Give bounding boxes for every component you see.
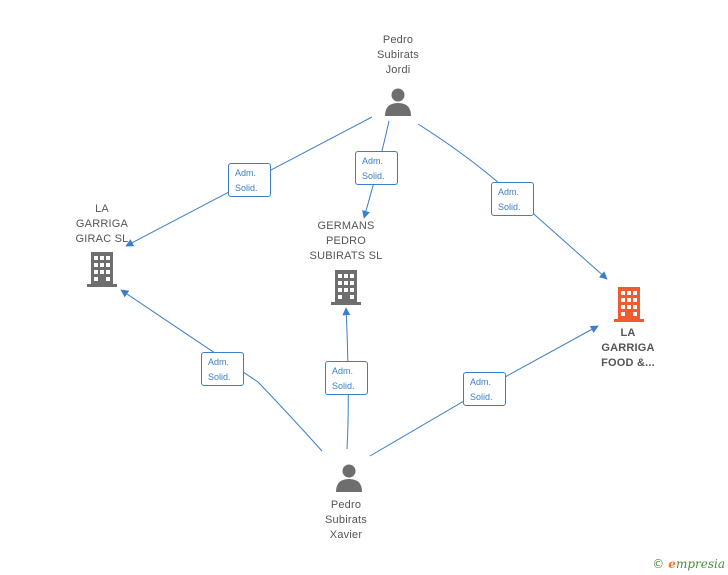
- building-icon[interactable]: [330, 269, 362, 305]
- edge-label-adm-solid[interactable]: Adm. Solid.: [463, 372, 506, 406]
- copyright-symbol: ©: [652, 557, 665, 571]
- edge-label-line1: Adm.: [498, 187, 520, 197]
- node-label-pedro-subirats-xavier: Pedro Subirats Xavier: [325, 499, 367, 541]
- edge-label-adm-solid[interactable]: Adm. Solid.: [491, 182, 534, 216]
- edge-label-line2: Solid.: [362, 171, 385, 181]
- person-icon[interactable]: [335, 463, 363, 493]
- empresia-logo: ©empresia: [652, 557, 725, 571]
- edge-label-line2: Solid.: [470, 392, 493, 402]
- edge-label-adm-solid[interactable]: Adm. Solid.: [355, 151, 398, 185]
- brand-e-letter: e: [668, 557, 676, 571]
- node-label-la-garriga-food: LA GARRIGA FOOD &...: [601, 327, 655, 369]
- edge-label-line1: Adm.: [332, 366, 354, 376]
- building-icon-highlighted[interactable]: [613, 286, 645, 322]
- edge-pedro-xavier-to-garriga-girac: [120, 289, 323, 452]
- node-label-germans-pedro-subirats: GERMANS PEDRO SUBIRATS SL: [309, 220, 383, 262]
- edge-label-line1: Adm.: [235, 168, 257, 178]
- edge-label-adm-solid[interactable]: Adm. Solid.: [228, 163, 271, 197]
- building-icon[interactable]: [86, 251, 118, 287]
- edge-label-adm-solid[interactable]: Adm. Solid.: [201, 352, 244, 386]
- edge-label-line1: Adm.: [362, 156, 384, 166]
- edge-label-adm-solid[interactable]: Adm. Solid.: [325, 361, 368, 395]
- edge-label-line2: Solid.: [208, 372, 231, 382]
- node-label-pedro-subirats-jordi: Pedro Subirats Jordi: [377, 34, 419, 76]
- brand-name: mpresia: [675, 557, 725, 571]
- edge-label-line2: Solid.: [332, 381, 355, 391]
- edge-label-line2: Solid.: [235, 183, 258, 193]
- edge-label-line2: Solid.: [498, 202, 521, 212]
- person-icon[interactable]: [384, 87, 412, 117]
- edge-label-line1: Adm.: [208, 357, 230, 367]
- node-label-la-garriga-girac: LA GARRIGA GIRAC SL: [75, 203, 129, 245]
- edge-label-line1: Adm.: [470, 377, 492, 387]
